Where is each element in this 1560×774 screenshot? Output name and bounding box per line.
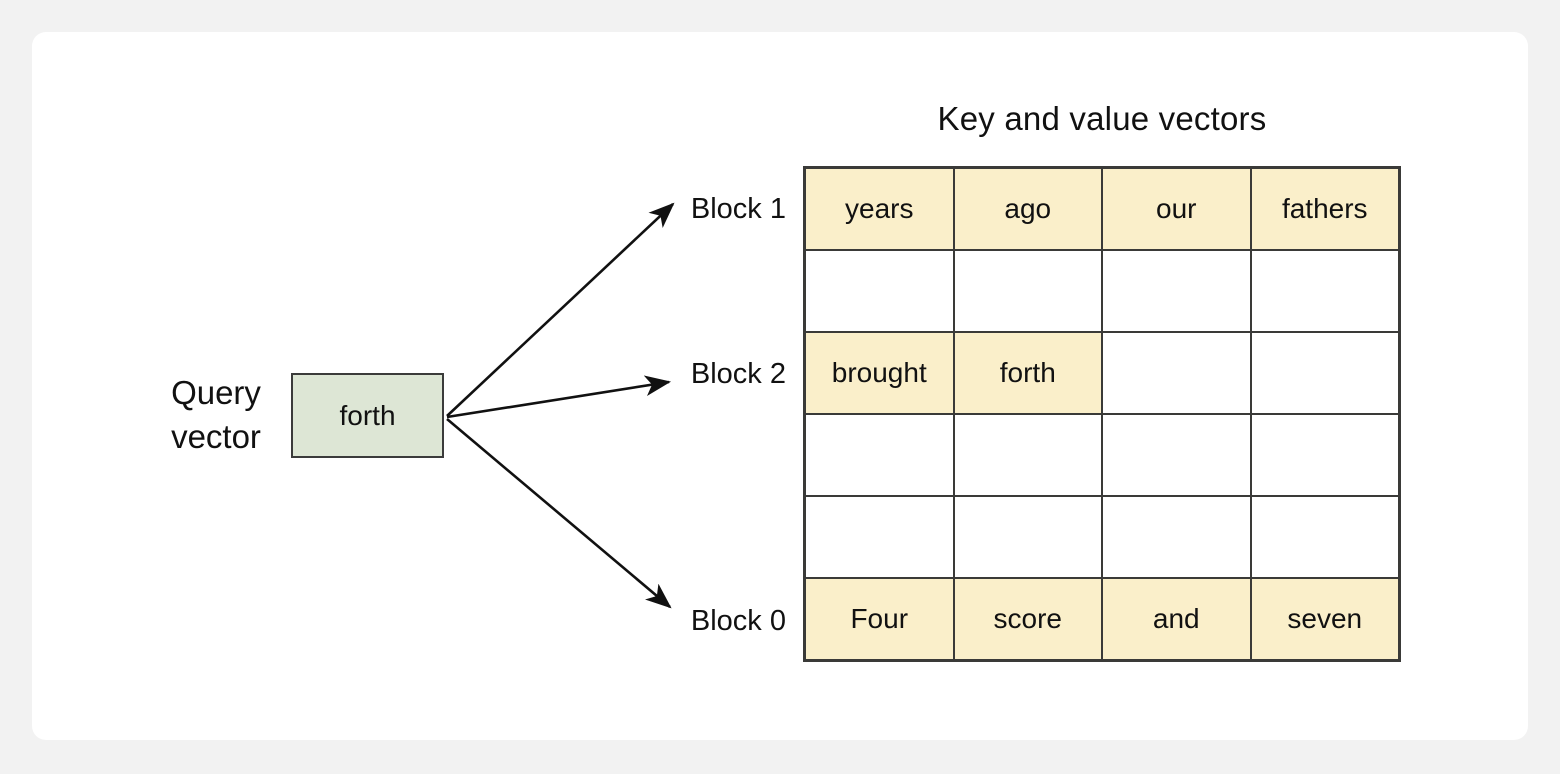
matrix-cell-empty[interactable] — [1103, 251, 1250, 331]
matrix-cell-token[interactable]: seven — [1251, 579, 1398, 659]
matrix-cell-empty[interactable] — [954, 497, 1101, 577]
query-vector-token: forth — [339, 399, 396, 431]
matrix-cell-token[interactable]: fathers — [1251, 169, 1398, 249]
block-label-0: Block 0 — [690, 605, 786, 637]
matrix-cell-empty[interactable] — [1251, 497, 1398, 577]
matrix-cell-token[interactable]: our — [1103, 169, 1250, 249]
matrix-cell-token[interactable]: and — [1103, 579, 1250, 659]
matrix-cell-token[interactable]: score — [954, 579, 1101, 659]
matrix-cell-empty[interactable] — [1103, 415, 1250, 495]
block-label-2: Block 2 — [690, 358, 786, 390]
query-vector-label: Query vector — [150, 371, 282, 459]
block-label-1: Block 1 — [690, 193, 786, 225]
matrix-cell-empty[interactable] — [954, 251, 1101, 331]
query-vector-label-line1: Query — [171, 374, 261, 411]
arrow-to-block-0 — [446, 418, 672, 609]
matrix-cell-token[interactable]: years — [806, 169, 953, 249]
matrix-cell-token[interactable]: ago — [954, 169, 1101, 249]
matrix-cell-token[interactable]: forth — [954, 333, 1101, 413]
matrix-cell-token[interactable]: brought — [806, 333, 953, 413]
page-title: Key and value vectors — [937, 100, 1267, 137]
matrix-cell-empty[interactable] — [1251, 415, 1398, 495]
matrix-cell-empty[interactable] — [806, 251, 953, 331]
matrix-cell-empty[interactable] — [1251, 251, 1398, 331]
matrix-cell-empty[interactable] — [954, 415, 1101, 495]
matrix-cell-empty[interactable] — [1103, 333, 1250, 413]
matrix-cell-empty[interactable] — [1103, 497, 1250, 577]
matrix-cell-empty[interactable] — [806, 497, 953, 577]
matrix-cell-empty[interactable] — [1251, 333, 1398, 413]
query-vector-label-line2: vector — [171, 418, 261, 455]
arrow-to-block-1 — [446, 202, 675, 417]
query-vector-box[interactable]: forth — [291, 373, 444, 458]
matrix-cell-token[interactable]: Four — [806, 579, 953, 659]
matrix-cell-empty[interactable] — [806, 415, 953, 495]
arrow-to-block-2 — [446, 375, 672, 419]
